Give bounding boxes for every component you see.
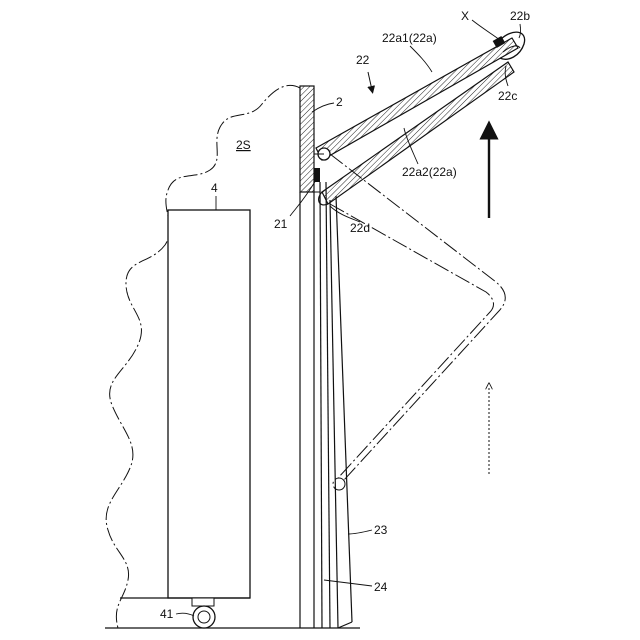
panel-outer-right bbox=[336, 196, 352, 622]
arrow-hood-label bbox=[368, 72, 372, 90]
label-bracket: 21 bbox=[274, 217, 288, 231]
leader-x bbox=[472, 20, 500, 40]
label-panel-outer: 23 bbox=[374, 523, 388, 537]
label-lower-plate: 22a2(22a) bbox=[402, 165, 457, 179]
panel-outer-left bbox=[330, 200, 338, 628]
leader-panel-inner bbox=[324, 580, 372, 586]
hood-upper-plate bbox=[316, 38, 518, 160]
panel-inner-right bbox=[326, 182, 330, 628]
hood-phantom-position bbox=[330, 154, 505, 490]
wall-hatched bbox=[300, 86, 314, 192]
leader-hinge bbox=[330, 206, 360, 222]
label-wall: 2 bbox=[336, 95, 343, 109]
label-cabinet: 4 bbox=[211, 181, 218, 195]
leader-wall bbox=[312, 103, 334, 112]
bracket bbox=[314, 168, 320, 182]
label-hood: 22 bbox=[356, 53, 370, 67]
label-tip: 22b bbox=[510, 9, 530, 23]
cabinet-body bbox=[168, 210, 250, 598]
leader-panel-outer bbox=[348, 530, 372, 534]
label-upper-plate: 22a1(22a) bbox=[382, 31, 437, 45]
caster-wheel bbox=[192, 598, 215, 628]
leader-tip bbox=[519, 24, 521, 38]
panel-inner-left bbox=[320, 182, 322, 628]
label-space: 2S bbox=[236, 138, 251, 152]
label-hinge: 22d bbox=[350, 221, 370, 235]
label-tip-part: 22c bbox=[498, 89, 517, 103]
label-point-x: X bbox=[461, 9, 469, 23]
leader-upper-plate bbox=[410, 46, 432, 72]
label-panel-inner: 24 bbox=[374, 580, 388, 594]
label-caster: 41 bbox=[160, 607, 174, 621]
leader-caster bbox=[176, 613, 194, 616]
